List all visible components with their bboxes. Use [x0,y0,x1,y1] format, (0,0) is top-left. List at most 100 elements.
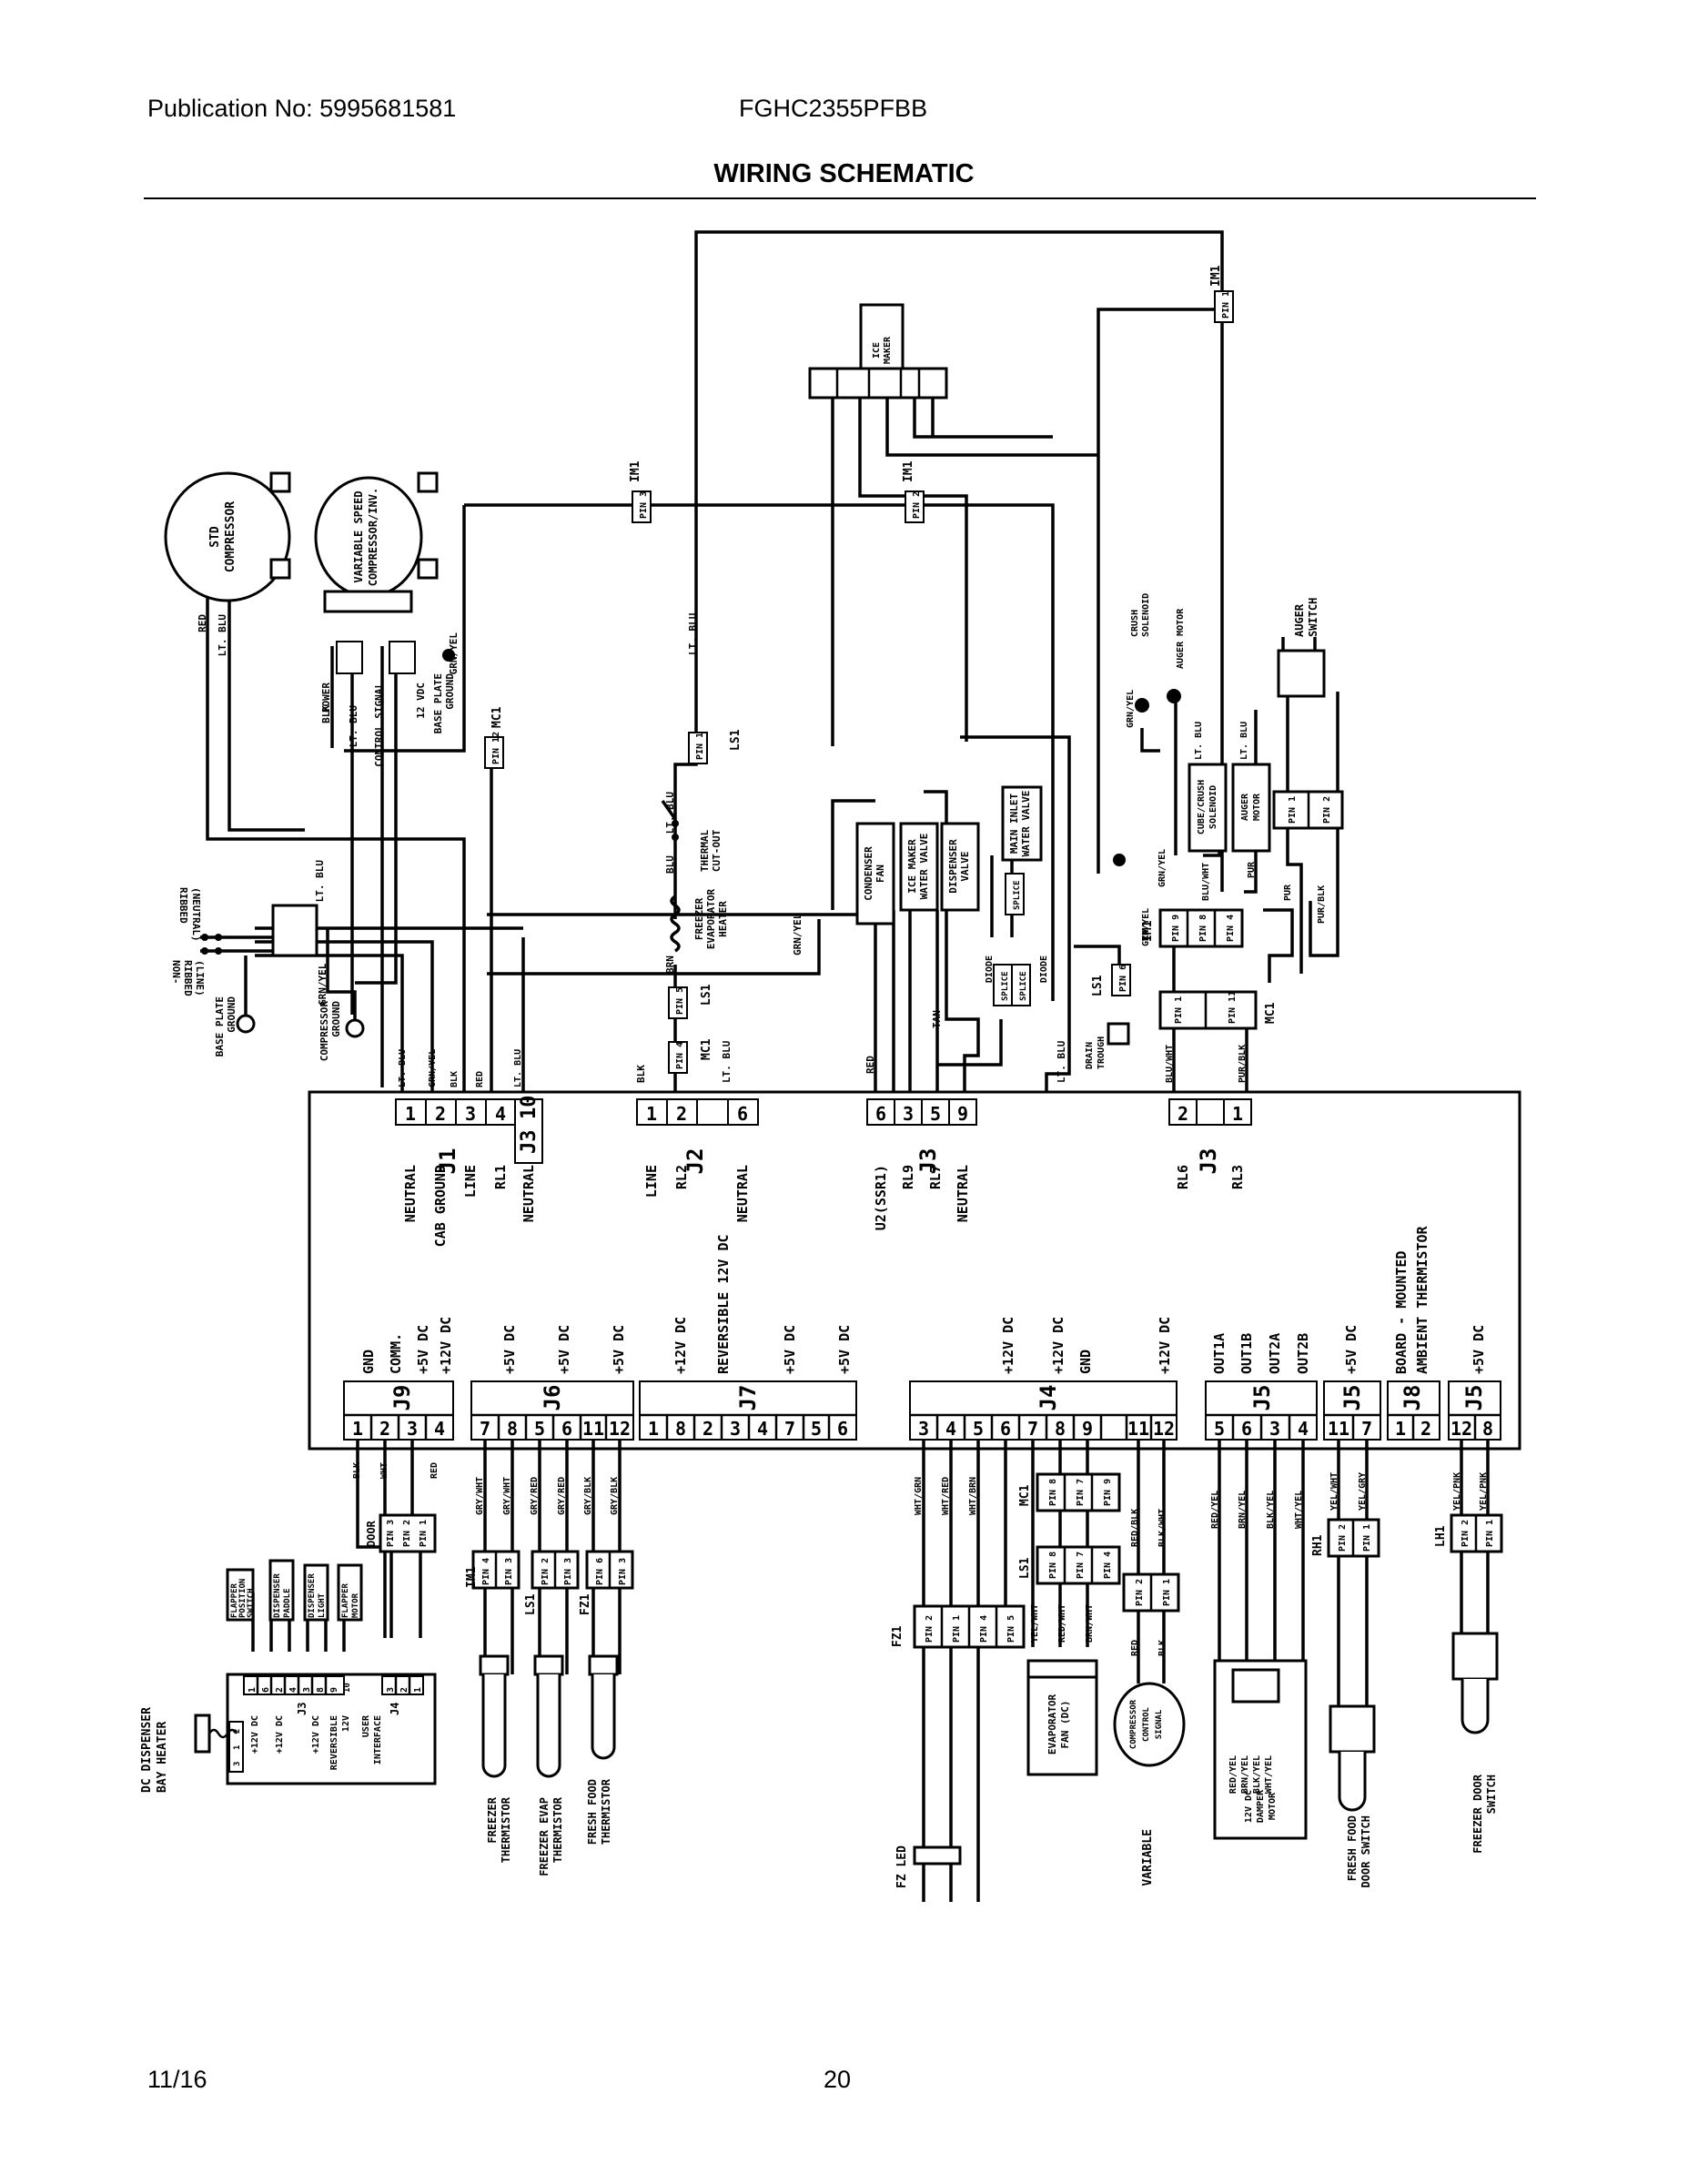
wire-label: LT. BLU [1239,722,1249,760]
wire-label: WHT/BRN [968,1477,978,1515]
component-label: PADDLE [283,1588,292,1618]
pin-connector-label: PIN 6 [1118,965,1128,992]
pin-label: 10 [518,1096,541,1120]
wire-label: PUR/BLK [1317,885,1327,924]
pin-label: 1 [1395,1418,1406,1440]
upper-wiring: ICE MAKER [206,230,1339,1092]
connector-id: J2 [682,1148,708,1175]
pin-label: 5 [534,1418,545,1440]
connector-id: J3 [518,1130,541,1155]
compressor-signal-labels: POWER CONTROL SIGNAL 12 VDC BASE PLATE G… [197,614,504,767]
component-label: SOLENOID [1208,785,1218,829]
pin-label: 1 [413,1687,423,1693]
lower-wiring: PIN 3 PIN 2 PIN 1 DOOR BLK WHT RED PIN 4… [251,1440,1503,1902]
pin-label: 12 [1450,1418,1472,1440]
pin-function-label: U2(SSR1) [873,1165,889,1230]
connector-j7: 1 8 2 3 4 7 5 6 J7 +12V DC REVERSIBLE 12… [639,1234,857,1441]
wire-label: GRY/WHT [475,1477,485,1515]
wire-label: BLK [352,1462,362,1479]
connector-j5-damper: 5 6 3 4 J5 OUT1A OUT1B OUT2A OUT2B [1205,1333,1318,1441]
wire-label: RED/WHT [1057,1604,1067,1643]
pin-connector-label: PIN 7 [1076,1552,1086,1579]
component-label: FREEZER EVAP [538,1797,551,1876]
connector-label: LS1 [729,729,743,751]
component-label: BRN/YEL [1240,1755,1250,1794]
component-label: HEATER [717,901,729,937]
component-label: STD [208,526,222,548]
connector-id: J5 [1461,1385,1487,1411]
component-label: RIBBED [182,960,194,996]
connector-id: J3 [1196,1148,1221,1175]
component-label: FLAPPER [230,1582,239,1618]
component-label: DISPENSER [273,1573,282,1618]
pin-connector-label: PIN 1 [419,1520,429,1547]
pin-connector-label: PIN 12 [491,732,501,764]
wire-label: BRN/WHT [1085,1604,1095,1643]
component-label: NON- [170,960,182,985]
connector-j5-fz-switch: 12 8 J5 +5V DC [1448,1325,1501,1441]
wire-label: BLK [320,705,332,723]
pin-label: 9 [329,1687,339,1693]
component-label: WATER VALVE [1020,791,1032,857]
pin-connector-label: PIN 6 [595,1558,605,1585]
component-label: COMPRESSOR [224,501,238,572]
connector-label: FZ1 [891,1625,905,1647]
connector-j3-neutral: J3 10 NEUTRAL [514,1096,543,1222]
pin-label: 4 [1298,1418,1309,1440]
pin-label: 3 [730,1418,741,1440]
pin-function-label: NEUTRAL [402,1165,419,1222]
pin-connector-label: PIN 4 [979,1615,989,1643]
pin-function-label: +5V DC [611,1325,627,1374]
page-title: WIRING SCHEMATIC [713,159,975,188]
component-label: ICE [872,342,882,359]
wire-label: LT. BLU [513,1049,523,1087]
pin-function-label: OUT1B [1238,1333,1255,1374]
pin-label: 4 [288,1687,298,1693]
pin-connector-label: PIN 4 [481,1558,491,1585]
component-label: +12V DC [250,1715,260,1754]
connector-label: IM1 [629,460,642,482]
component-label: FRESH FOOD [586,1779,599,1845]
pin-label: 5 [811,1418,822,1440]
pin-label: 1 [405,1103,416,1125]
pin-connector-label: PIN 8 [1198,915,1208,942]
component-label: DISPENSER [947,839,959,894]
connector-id: J8 [1400,1385,1425,1411]
component-label: THERMISTOR [600,1778,612,1845]
pin-connector-label: PIN 1 [1221,291,1231,318]
pin-connector-label: PIN 2 [541,1558,551,1585]
footer-date: 11/16 [147,2066,207,2093]
component-label: POWER [320,682,332,713]
pin-connector-label: PIN 7 [1076,1479,1086,1506]
freezer-door-switch [1451,1632,1499,1681]
component-label: COMPRESSOR [1129,1699,1138,1749]
pin-label: 1 [648,1418,659,1440]
main-inlet-water-valve [1001,785,1043,862]
pin-function-label: +5V DC [782,1325,798,1374]
pin-function-label: NEUTRAL [734,1165,751,1222]
component-label: MOTOR [1252,793,1262,821]
pin-connector-label: PIN 2 [1322,796,1332,824]
pin-label: 12 [609,1418,631,1440]
pin-connector-label: PIN 11 [1228,991,1238,1024]
component-label: RED/YEL [1228,1755,1238,1794]
pin-label: 1 [1232,1103,1243,1125]
pin-label: 2 [676,1103,687,1125]
pin-label: 2 [233,1729,242,1734]
component-label: SPLICE [1001,971,1010,1001]
pin-function-label: OUT1A [1211,1333,1228,1374]
pin-label: 3 [903,1103,914,1125]
power-input: RIBBED (NEUTRAL) NON- RIBBED (LINE) BASE… [170,887,365,1061]
pin-label: 3 [465,1103,476,1125]
component-label: THERMISTOR [551,1796,564,1863]
wire-label: GRY/BLK [610,1477,620,1515]
wire-label: GRY/BLK [583,1477,593,1515]
component-label: FREEZER [693,897,705,940]
pin-label: 7 [480,1418,490,1440]
pin-function-label: +5V DC [1343,1325,1359,1374]
connector-label: MC1 [700,1038,713,1060]
component-label: EVAPORATOR [705,889,717,950]
component-label: SWITCH [247,1588,256,1618]
component-label: (LINE) [194,960,206,996]
pin-label: 6 [837,1418,848,1440]
